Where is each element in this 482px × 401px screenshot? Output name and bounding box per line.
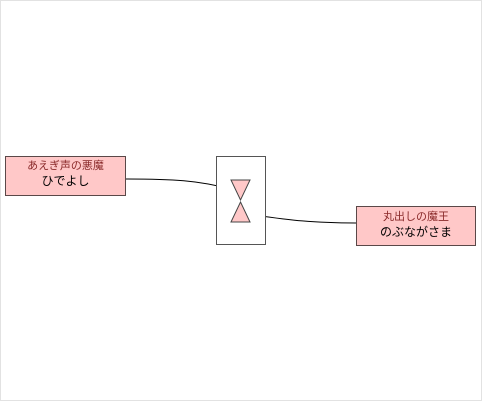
- node-subtitle: 丸出しの魔王: [383, 210, 449, 223]
- node-title: ひでよし: [41, 174, 90, 188]
- connector-box[interactable]: [216, 156, 266, 245]
- triangle-up-icon: [230, 200, 251, 223]
- node-nobunaga[interactable]: 丸出しの魔王 のぶながさま: [356, 206, 476, 246]
- node-title: のぶながさま: [379, 225, 452, 239]
- node-hideyoshi[interactable]: あえぎ声の悪魔 ひでよし: [5, 156, 126, 196]
- node-subtitle: あえぎ声の悪魔: [27, 159, 104, 172]
- triangle-down-icon: [230, 179, 251, 202]
